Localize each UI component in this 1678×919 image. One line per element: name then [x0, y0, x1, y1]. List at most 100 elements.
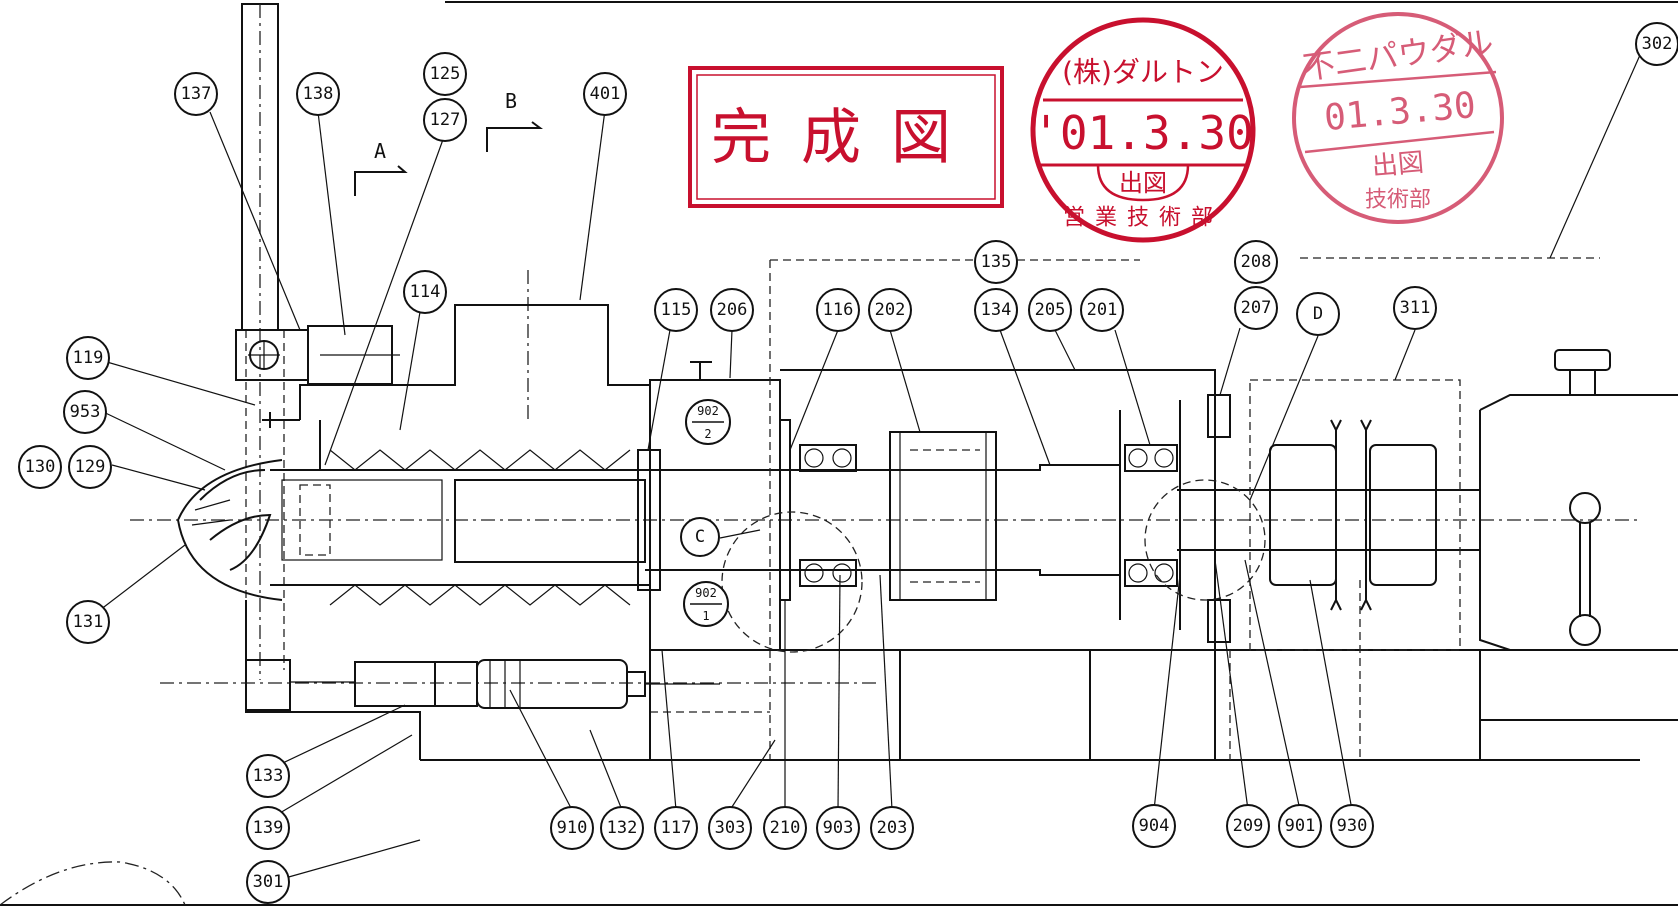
balloon-902-2: 902 2: [685, 399, 731, 445]
balloon-910-label: 910: [557, 818, 588, 838]
balloon-303: 303: [708, 806, 752, 850]
balloon-127: 127: [423, 98, 467, 142]
base-frame: [420, 580, 1640, 761]
balloon-205: 205: [1028, 288, 1072, 332]
balloon-311-label: 311: [1400, 298, 1431, 318]
balloon-138: 138: [296, 72, 340, 116]
detail-c-circle: [721, 511, 863, 653]
dalton-stamp-issue: 出図: [1119, 169, 1167, 197]
balloon-115-label: 115: [661, 300, 692, 320]
balloon-901: 901: [1278, 804, 1322, 848]
screw-flights: [281, 449, 646, 606]
balloon-134: 134: [974, 288, 1018, 332]
balloon-134-label: 134: [981, 300, 1012, 320]
balloon-119-label: 119: [73, 348, 104, 368]
balloon-114-label: 114: [410, 282, 441, 302]
fuji-stamp-company: 不二パウダル: [1300, 23, 1495, 87]
balloon-208: 208: [1234, 240, 1278, 284]
balloon-203-label: 203: [877, 818, 908, 838]
balloon-302: 302: [1635, 22, 1678, 66]
coupling: [1249, 379, 1461, 651]
view-marker-a: A: [354, 139, 408, 196]
balloon-209: 209: [1226, 804, 1270, 848]
balloon-210-label: 210: [770, 818, 801, 838]
drive-unit: [1479, 349, 1678, 760]
balloon-138-label: 138: [303, 84, 334, 104]
balloon-132: 132: [600, 806, 644, 850]
balloon-902-2-num: 902: [697, 404, 719, 418]
leader-lines: [94, 54, 1641, 881]
balloon-132-label: 132: [607, 818, 638, 838]
balloon-910: 910: [550, 806, 594, 850]
clamp-block: [235, 325, 400, 428]
balloon-135: 135: [974, 240, 1018, 284]
balloon-930: 930: [1330, 804, 1374, 848]
bearing-left: [799, 444, 857, 587]
view-marker-b: B: [486, 89, 543, 152]
balloon-116: 116: [816, 288, 860, 332]
balloon-131: 131: [66, 600, 110, 644]
balloon-125-label: 125: [430, 64, 461, 84]
fuji-stamp-dept: 技術部: [1365, 188, 1431, 213]
balloon-202: 202: [868, 288, 912, 332]
balloon-201: 201: [1080, 288, 1124, 332]
balloon-953: 953: [63, 390, 107, 434]
balloon-201-label: 201: [1087, 300, 1118, 320]
balloon-202-label: 202: [875, 300, 906, 320]
balloon-902-1-num: 902: [695, 586, 717, 600]
dalton-date-stamp: (株)ダルトン '01.3.30 出図 営業技術部: [1030, 17, 1256, 243]
front-hood: [176, 459, 283, 601]
balloon-137-label: 137: [181, 84, 212, 104]
balloon-125: 125: [423, 52, 467, 96]
balloon-902-1-den: 1: [702, 609, 709, 623]
balloon-903: 903: [816, 806, 860, 850]
balloon-117-label: 117: [661, 818, 692, 838]
balloon-119: 119: [66, 336, 110, 380]
balloon-C-label: C: [695, 527, 705, 547]
balloon-129: 129: [68, 445, 112, 489]
balloon-206: 206: [710, 288, 754, 332]
balloon-930-label: 930: [1337, 816, 1368, 836]
balloon-203: 203: [870, 806, 914, 850]
balloon-207-label: 207: [1241, 298, 1272, 318]
balloon-139: 139: [246, 806, 290, 850]
fuji-stamp-date: 01.3.30: [1323, 85, 1478, 139]
balloon-116-label: 116: [823, 300, 854, 320]
hopper-housing: [270, 304, 651, 600]
completion-stamp-text: 完成図: [711, 103, 981, 173]
balloon-207: 207: [1234, 286, 1278, 330]
balloon-127-label: 127: [430, 110, 461, 130]
balloon-D-label: D: [1313, 304, 1323, 324]
view-marker-a-label: A: [374, 139, 386, 163]
balloon-401: 401: [583, 72, 627, 116]
balloon-133-label: 133: [253, 766, 284, 786]
balloon-129-label: 129: [75, 457, 106, 477]
balloon-311: 311: [1393, 286, 1437, 330]
balloon-210: 210: [763, 806, 807, 850]
balloon-953-label: 953: [70, 402, 101, 422]
balloon-117: 117: [654, 806, 698, 850]
balloon-904: 904: [1132, 804, 1176, 848]
balloon-401-label: 401: [590, 84, 621, 104]
balloon-208-label: 208: [1241, 252, 1272, 272]
bearing-right: [1124, 444, 1178, 587]
detail-arc-bottom-left: [0, 861, 186, 906]
dalton-stamp-dept: 営業技術部: [1063, 206, 1223, 231]
balloon-902-2-den: 2: [704, 427, 711, 441]
view-marker-b-label: B: [505, 89, 517, 113]
balloon-115: 115: [654, 288, 698, 332]
balloon-302-label: 302: [1642, 34, 1673, 54]
completion-stamp: 完成図: [688, 66, 1004, 208]
balloon-139-label: 139: [253, 818, 284, 838]
balloon-133: 133: [246, 754, 290, 798]
left-lower-body: [245, 600, 770, 761]
balloon-904-label: 904: [1139, 816, 1170, 836]
balloon-205-label: 205: [1035, 300, 1066, 320]
fuji-stamp-issue: 出図: [1371, 148, 1425, 182]
balloon-114: 114: [403, 270, 447, 314]
balloon-130: 130: [18, 445, 62, 489]
detail-d-circle: [1144, 479, 1266, 601]
balloon-902-1: 902 1: [683, 581, 729, 627]
dalton-stamp-date: '01.3.30: [1032, 106, 1254, 160]
